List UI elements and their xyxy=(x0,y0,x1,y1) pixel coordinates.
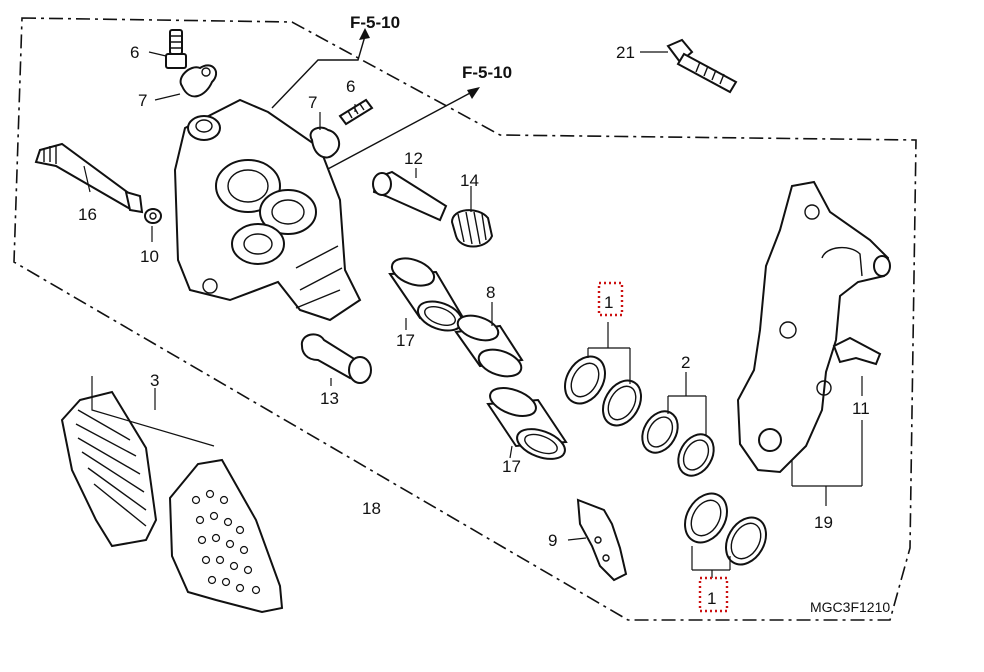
label-part-16: 16 xyxy=(78,205,97,224)
label-part-14: 14 xyxy=(460,171,479,190)
label-part-1-top: 1 xyxy=(604,293,613,312)
piston-upper xyxy=(388,257,464,332)
label-part-8: 8 xyxy=(486,283,495,302)
label-part-17-bottom: 17 xyxy=(502,457,521,476)
seal-ring-1d xyxy=(725,516,767,566)
label-part-7-left: 7 xyxy=(138,91,147,110)
caliper-bracket xyxy=(736,180,891,474)
slide-pin xyxy=(372,170,448,222)
bleed-screw-left xyxy=(165,29,187,69)
highlight-box-part1-top xyxy=(597,281,624,317)
mounting-bolt xyxy=(666,38,738,94)
label-part-9: 9 xyxy=(548,531,557,550)
bleed-cap-left xyxy=(179,64,218,98)
pad-pin xyxy=(34,142,144,214)
label-part-19: 19 xyxy=(814,513,833,532)
pad-spring xyxy=(576,498,628,582)
reference-label-a: F-5-10 xyxy=(350,13,400,32)
bleed-cap-right xyxy=(309,126,341,159)
reference-label-b: F-5-10 xyxy=(462,63,512,82)
assembly-boundary xyxy=(13,17,917,621)
brake-pad-back xyxy=(60,390,158,548)
leader-lines xyxy=(83,51,863,578)
seal-ring-1b xyxy=(602,379,642,427)
label-part-12: 12 xyxy=(404,149,423,168)
label-part-11: 11 xyxy=(852,399,870,418)
bleed-screw-right xyxy=(338,98,374,126)
label-part-13: 13 xyxy=(320,389,339,408)
caliper-body xyxy=(173,98,362,322)
pad-retainer xyxy=(832,336,882,366)
pin-plug xyxy=(144,208,162,224)
label-part-3: 3 xyxy=(150,371,159,390)
seal-ring-2b xyxy=(677,433,715,477)
label-part-7-right: 7 xyxy=(308,93,317,112)
seal-ring-1a xyxy=(564,355,606,405)
reference-arrow-b xyxy=(325,87,480,171)
label-part-18: 18 xyxy=(362,499,381,518)
seal-ring-1c xyxy=(684,492,728,544)
diagram-code: MGC3F1210 xyxy=(810,599,890,615)
label-part-10: 10 xyxy=(140,247,159,266)
slide-pin-boot xyxy=(450,209,494,248)
reference-arrow-a xyxy=(271,28,370,109)
piston-small xyxy=(454,314,524,378)
label-part-21: 21 xyxy=(616,43,635,62)
label-part-17-top: 17 xyxy=(396,331,415,350)
label-part-2: 2 xyxy=(681,353,690,372)
label-part-1-bottom: 1 xyxy=(707,589,716,608)
label-part-6-left: 6 xyxy=(130,43,139,62)
label-part-6-right: 6 xyxy=(346,77,355,96)
seal-ring-2a xyxy=(641,410,679,454)
piston-lower xyxy=(486,387,568,460)
pin-bolt xyxy=(300,333,372,384)
brake-pad-front xyxy=(168,458,284,614)
